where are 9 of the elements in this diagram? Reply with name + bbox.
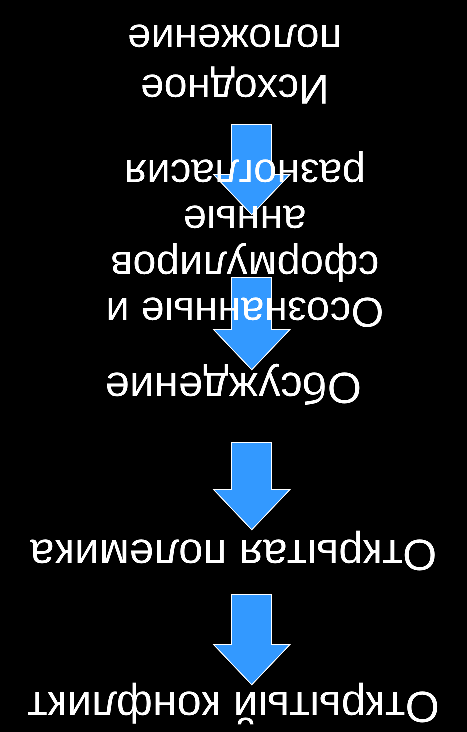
stage-label: Открытая полемика [29, 529, 438, 579]
stage-label: Исходное положение [126, 15, 344, 114]
block-arrow [212, 278, 292, 371]
stage-label: Обсуждение [104, 362, 363, 412]
stage-label: Осознанные и сформулированные разногласия [105, 151, 385, 335]
stage-label: Открытый конфликт [26, 681, 441, 731]
block-arrow [212, 124, 292, 216]
block-arrow [212, 594, 292, 686]
block-arrow [212, 442, 292, 531]
